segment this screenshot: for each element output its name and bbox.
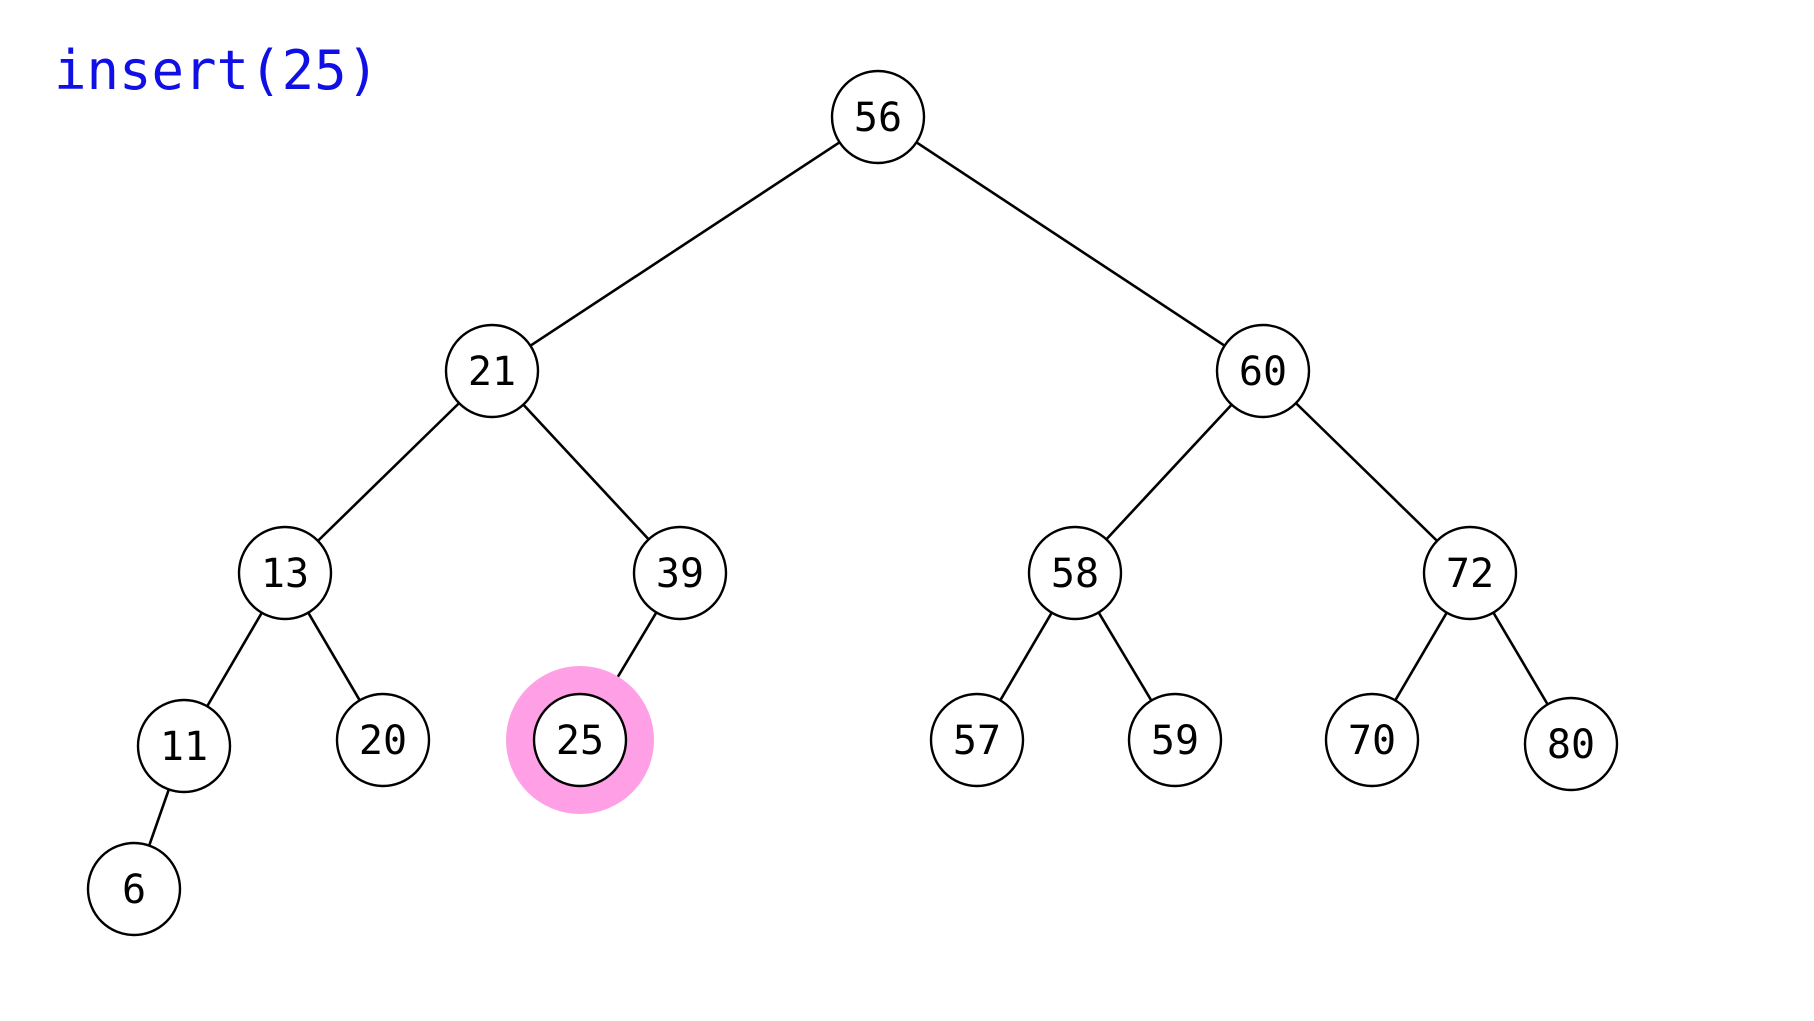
edge-21-39: [522, 403, 650, 541]
node-label: 57: [953, 718, 1001, 764]
tree-node-20: 20: [335, 692, 431, 788]
node-label: 21: [468, 349, 516, 395]
edge-72-80: [1492, 611, 1549, 706]
node-circle: [86, 841, 182, 937]
node-circle: [335, 692, 431, 788]
tree-node-56: 56: [830, 69, 926, 165]
node-label: 56: [854, 95, 902, 141]
tree-node-80: 80: [1523, 696, 1619, 792]
tree-node-70: 70: [1324, 692, 1420, 788]
edge-58-59: [1097, 611, 1153, 702]
node-label: 58: [1051, 551, 1099, 597]
tree-node-21: 21: [444, 323, 540, 419]
edge-60-72: [1295, 402, 1438, 542]
node-circle: [1027, 525, 1123, 621]
tree-nodes: 56 21 60 13 39 58 72 11 20 25 57 59 70 80 6: [86, 69, 1619, 937]
edge-56-21: [529, 141, 841, 347]
edge-60-58: [1105, 403, 1233, 541]
node-circle: [1422, 525, 1518, 621]
edge-13-20: [307, 612, 361, 701]
node-label: 80: [1547, 722, 1595, 768]
node-label: 13: [261, 551, 309, 597]
tree-node-59: 59: [1127, 692, 1223, 788]
node-circle: [532, 692, 628, 788]
node-label: 25: [556, 718, 604, 764]
tree-node-58: 58: [1027, 525, 1123, 621]
node-circle: [632, 525, 728, 621]
node-label: 70: [1348, 718, 1396, 764]
node-circle: [1127, 692, 1223, 788]
node-circle: [444, 323, 540, 419]
tree-node-57: 57: [929, 692, 1025, 788]
tree-node-60: 60: [1215, 323, 1311, 419]
node-label: 59: [1151, 718, 1199, 764]
node-label: 6: [122, 867, 146, 913]
edge-13-11: [206, 612, 263, 707]
edge-56-60: [915, 141, 1226, 347]
tree-node-72: 72: [1422, 525, 1518, 621]
caption-insert: insert(25): [54, 39, 380, 102]
node-circle: [136, 698, 232, 794]
tree-node-6: 6: [86, 841, 182, 937]
node-label: 72: [1446, 551, 1494, 597]
node-label: 20: [359, 718, 407, 764]
edge-21-13: [317, 402, 460, 542]
node-circle: [929, 692, 1025, 788]
node-circle: [830, 69, 926, 165]
node-label: 39: [656, 551, 704, 597]
node-label: 60: [1239, 349, 1287, 395]
edge-72-70: [1394, 612, 1448, 701]
node-circle: [1215, 323, 1311, 419]
edge-11-6: [147, 788, 171, 847]
node-circle: [1324, 692, 1420, 788]
tree-node-39: 39: [632, 525, 728, 621]
node-label: 11: [160, 724, 208, 770]
node-circle: [1523, 696, 1619, 792]
tree-node-13: 13: [237, 525, 333, 621]
tree-node-25: 25: [506, 666, 654, 814]
edge-58-57: [999, 612, 1053, 701]
node-circle: [237, 525, 333, 621]
tree-edges: [147, 141, 1549, 847]
tree-node-11: 11: [136, 698, 232, 794]
